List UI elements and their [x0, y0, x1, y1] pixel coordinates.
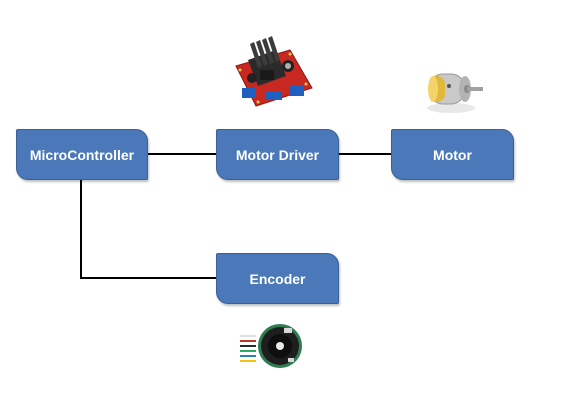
- encoder-disc-image: [240, 324, 302, 368]
- connector-driver-motor: [338, 153, 391, 155]
- motor-node: Motor: [391, 129, 514, 180]
- motor-driver-label: Motor Driver: [235, 146, 320, 163]
- connector-mcu-driver: [147, 153, 217, 155]
- encoder-label: Encoder: [249, 270, 306, 287]
- microcontroller-node: MicroController: [16, 129, 148, 180]
- motor-label: Motor: [433, 146, 472, 163]
- microcontroller-label: MicroController: [29, 146, 135, 163]
- motor-driver-node: Motor Driver: [216, 129, 339, 180]
- connector-mcu-encoder-vertical: [80, 180, 82, 279]
- dc-motor-image: [427, 73, 483, 113]
- connector-mcu-encoder-horizontal: [80, 277, 217, 279]
- motor-driver-board-image: [235, 36, 313, 107]
- encoder-node: Encoder: [216, 253, 339, 304]
